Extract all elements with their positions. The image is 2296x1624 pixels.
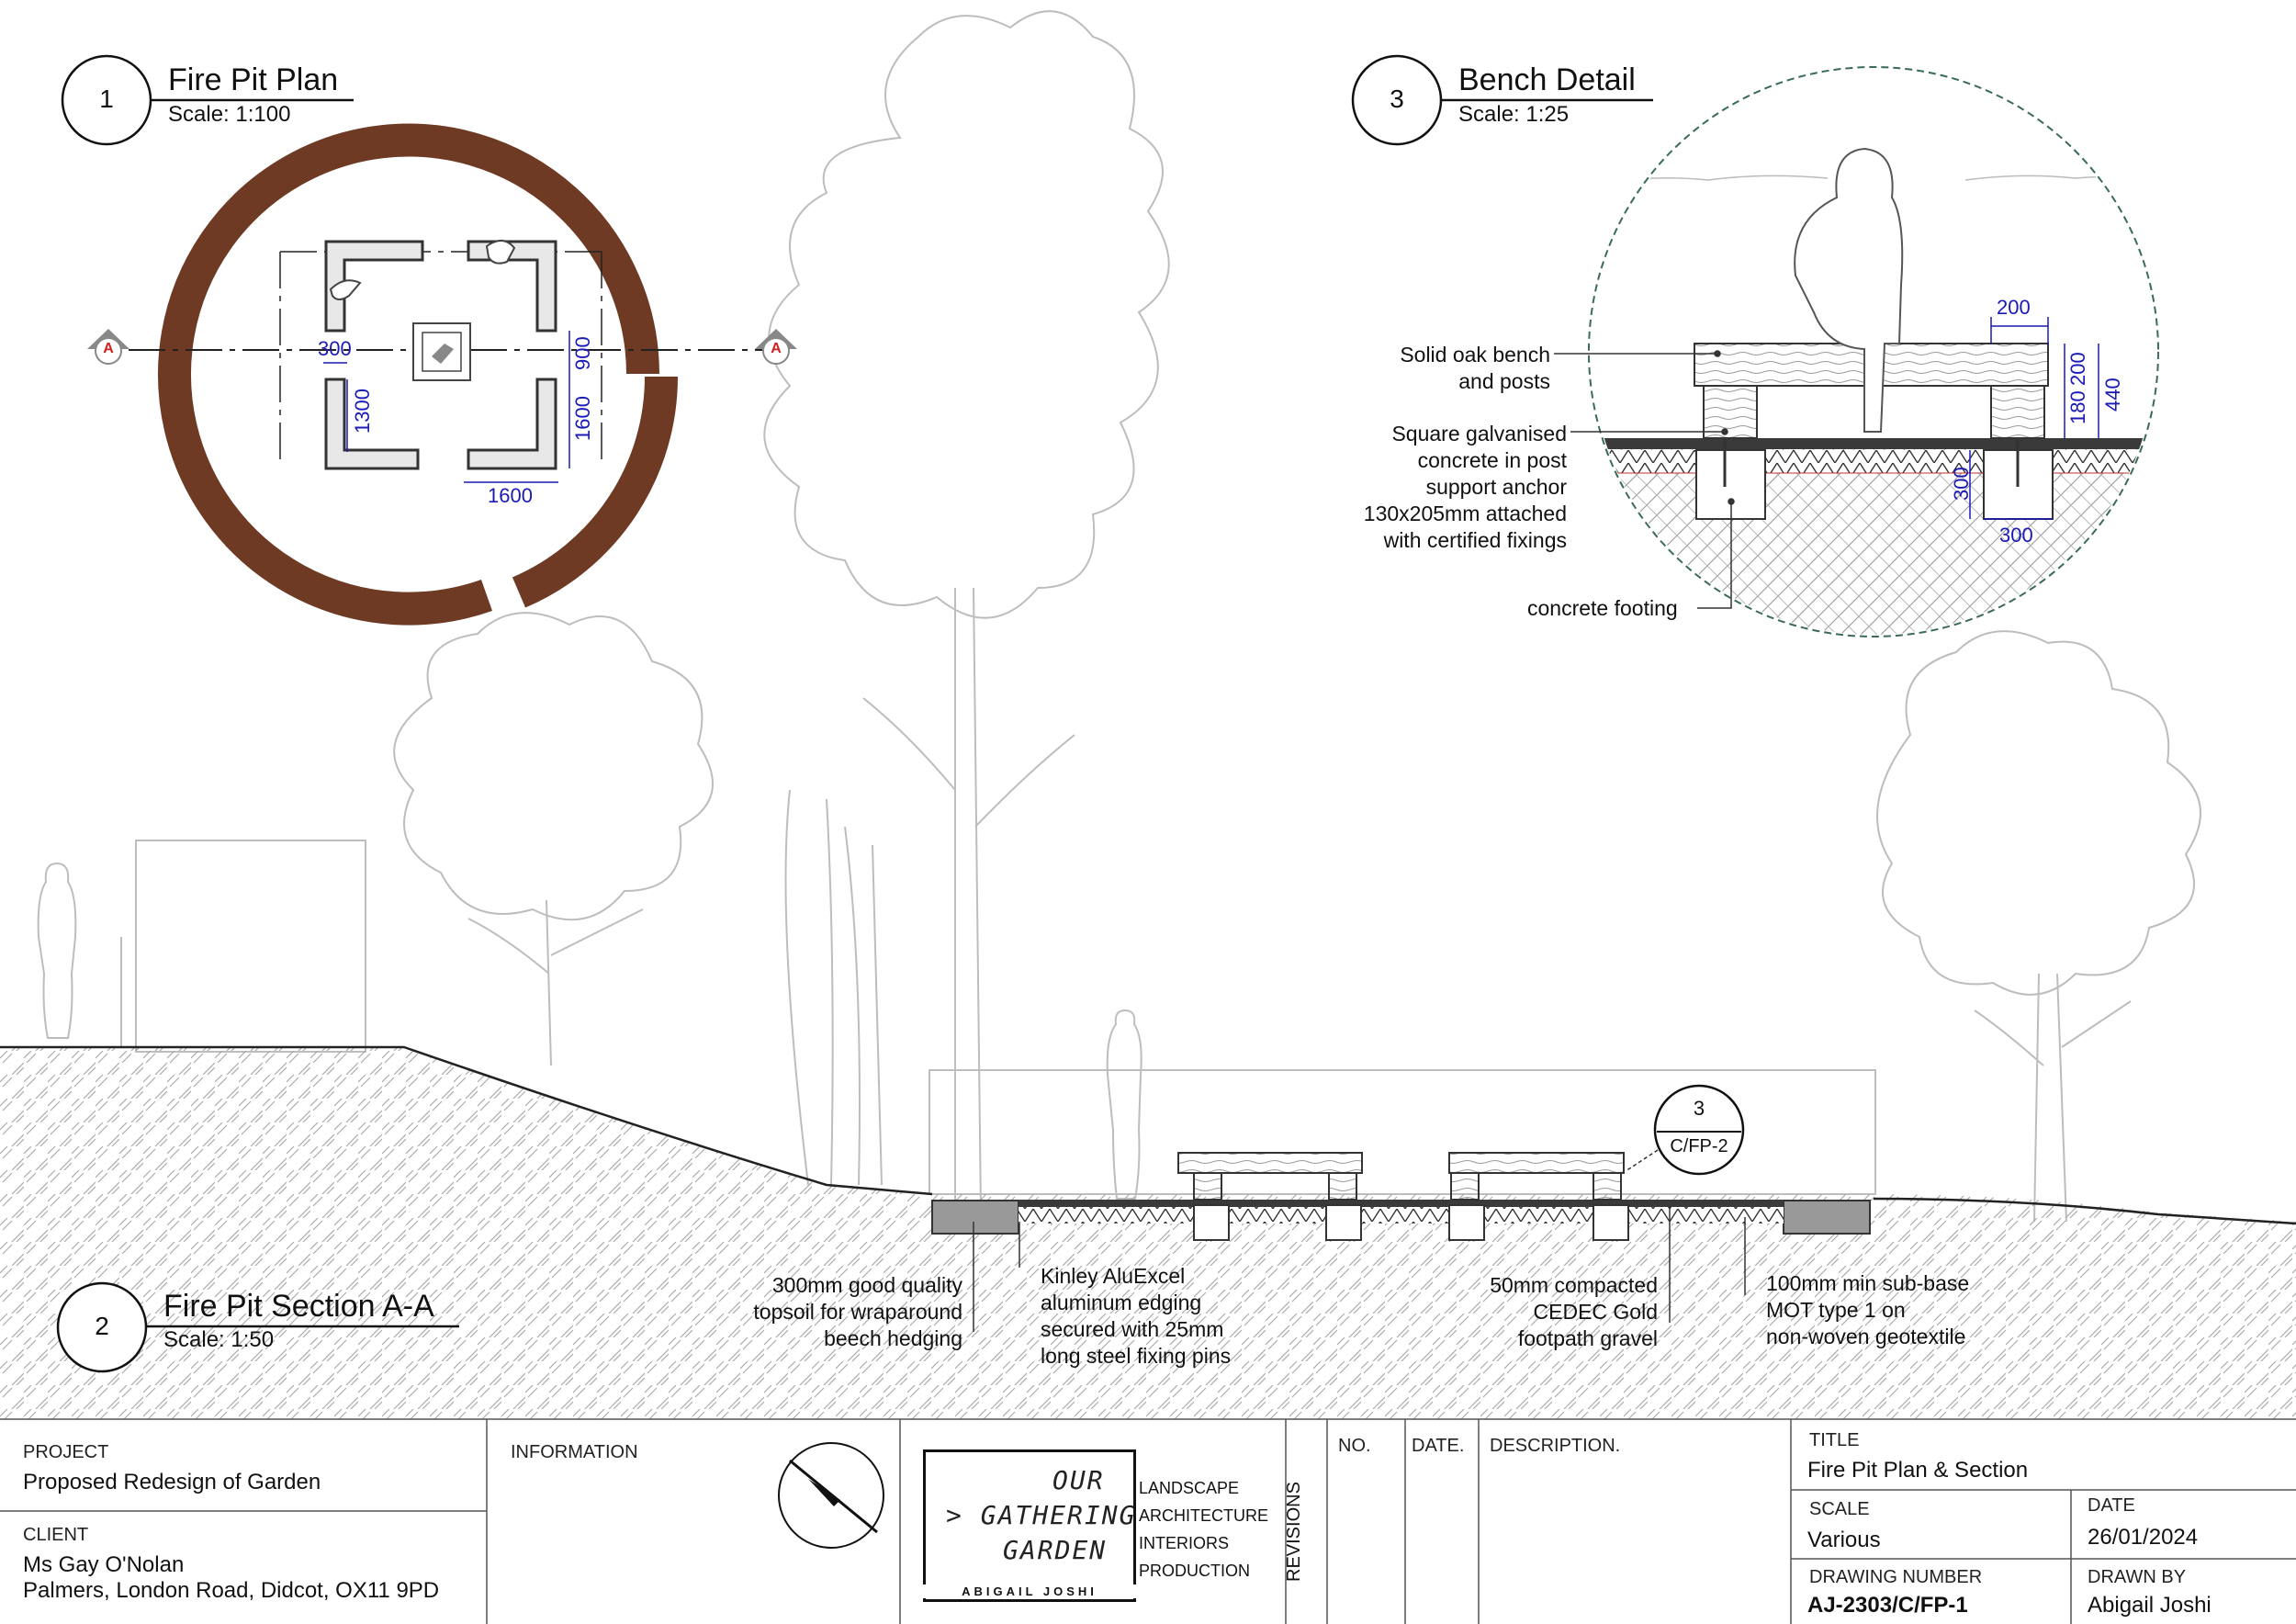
dim-post-width: 200: [1997, 296, 2031, 319]
dim-bench-b: 900: [571, 336, 594, 370]
seated-figure: [1794, 147, 1904, 433]
plan-scale: Scale: 1:100: [168, 102, 291, 127]
fire-pit-plan: [61, 54, 797, 626]
scale-label: SCALE: [1809, 1499, 1870, 1519]
company-logo: [923, 1449, 1136, 1602]
client-label: CLIENT: [23, 1525, 89, 1545]
plan-view-number: 1: [99, 85, 114, 113]
logo-footer: ABIGAIL JOSHI: [923, 1585, 1136, 1598]
fire-pit-ring: [158, 123, 659, 626]
dim-post-height: 180: [2066, 390, 2089, 424]
rev-no-label: NO.: [1338, 1436, 1371, 1456]
section-leaders: [973, 1205, 1746, 1332]
fire-pit-section: [0, 1045, 2296, 1419]
bench-dimensions: [1969, 317, 2099, 520]
section-title: Fire Pit Section A-A: [163, 1289, 434, 1324]
dim-seat-height: 200: [2066, 352, 2089, 386]
note-gravel: 50mm compacted CEDEC Gold footpath grave…: [1490, 1273, 1658, 1350]
date-value: 26/01/2024: [2088, 1525, 2199, 1550]
dim-bench-d: 1600: [488, 484, 533, 507]
dim-bench-c: 1600: [571, 396, 594, 441]
rev-description-label: DESCRIPTION.: [1490, 1436, 1621, 1456]
fire-pit-ring: [512, 376, 679, 608]
north-arrow-icon: [778, 1442, 884, 1549]
client-name: Ms Gay O'Nolan: [23, 1552, 185, 1577]
plan-figure: [329, 279, 362, 300]
logo-line-3: GARDEN: [1003, 1535, 1108, 1565]
project-label: PROJECT: [23, 1442, 109, 1462]
callout-ref: C/FP-2: [1670, 1136, 1728, 1156]
scale-value: Various: [1807, 1528, 1881, 1552]
section-marker-right: [755, 329, 797, 365]
drawn-by-label: DRAWN BY: [2088, 1567, 2187, 1587]
detail-boundary: [1588, 66, 2159, 637]
note-anchor: Square galvanised concrete in post suppo…: [1363, 422, 1567, 552]
section-benches: [1177, 1152, 1625, 1201]
plan-dimensions: [323, 331, 570, 483]
date-label: DATE: [2088, 1495, 2135, 1516]
note-bench: Solid oak bench and posts: [1400, 343, 1550, 393]
rev-date-label: DATE.: [1412, 1436, 1465, 1456]
services-list: LANDSCAPE ARCHITECTURE INTERIORS PRODUCT…: [1139, 1479, 1269, 1580]
dim-total-height: 440: [2101, 378, 2124, 412]
dim-footing-width: 300: [1999, 524, 2033, 547]
plan-benches: [324, 240, 557, 470]
section-marker-left: [87, 329, 129, 365]
leaders: [1554, 350, 1735, 609]
revisions-label: REVISIONS: [1284, 1482, 1304, 1582]
section-marker-right-label: A: [771, 341, 782, 356]
callout-number: 3: [1693, 1097, 1705, 1120]
plan-figure: [485, 240, 516, 265]
dim-gap: 300: [318, 337, 352, 360]
logo-line-2: > GATHERING: [946, 1500, 1137, 1530]
plan-title: Fire Pit Plan: [168, 62, 339, 97]
dim-bench-a: 1300: [351, 389, 374, 434]
section-scale: Scale: 1:50: [163, 1327, 275, 1352]
dim-footing-depth: 300: [1950, 467, 1973, 501]
section-marker-left-label: A: [103, 341, 114, 356]
client-address: Palmers, London Road, Didcot, OX11 9PD: [23, 1578, 440, 1603]
note-footing: concrete footing: [1527, 596, 1678, 620]
note-topsoil: 300mm good quality topsoil for wraparoun…: [753, 1273, 962, 1350]
bench-view-number: 3: [1390, 85, 1404, 113]
title-label: TITLE: [1809, 1430, 1860, 1450]
drawing-number-label: DRAWING NUMBER: [1809, 1567, 1983, 1587]
title-value: Fire Pit Plan & Section: [1807, 1458, 2029, 1483]
information-label: INFORMATION: [511, 1442, 638, 1462]
section-view-number: 2: [95, 1312, 109, 1340]
note-edging: Kinley AluExcel aluminum edging secured …: [1041, 1264, 1232, 1368]
drawn-by-value: Abigail Joshi: [2088, 1593, 2212, 1618]
detail-callout: [1653, 1084, 1745, 1176]
bench-title: Bench Detail: [1458, 62, 1636, 97]
section-footings: [1193, 1204, 1629, 1241]
logo-line-1: OUR: [1052, 1465, 1105, 1495]
note-subbase: 100mm min sub-base MOT type 1 on non-wov…: [1766, 1271, 1970, 1348]
title-block-frame: [0, 1418, 2296, 1624]
bench-scale: Scale: 1:25: [1458, 102, 1570, 127]
project-value: Proposed Redesign of Garden: [23, 1470, 321, 1494]
drawing-number-value: AJ-2303/C/FP-1: [1807, 1593, 1968, 1618]
